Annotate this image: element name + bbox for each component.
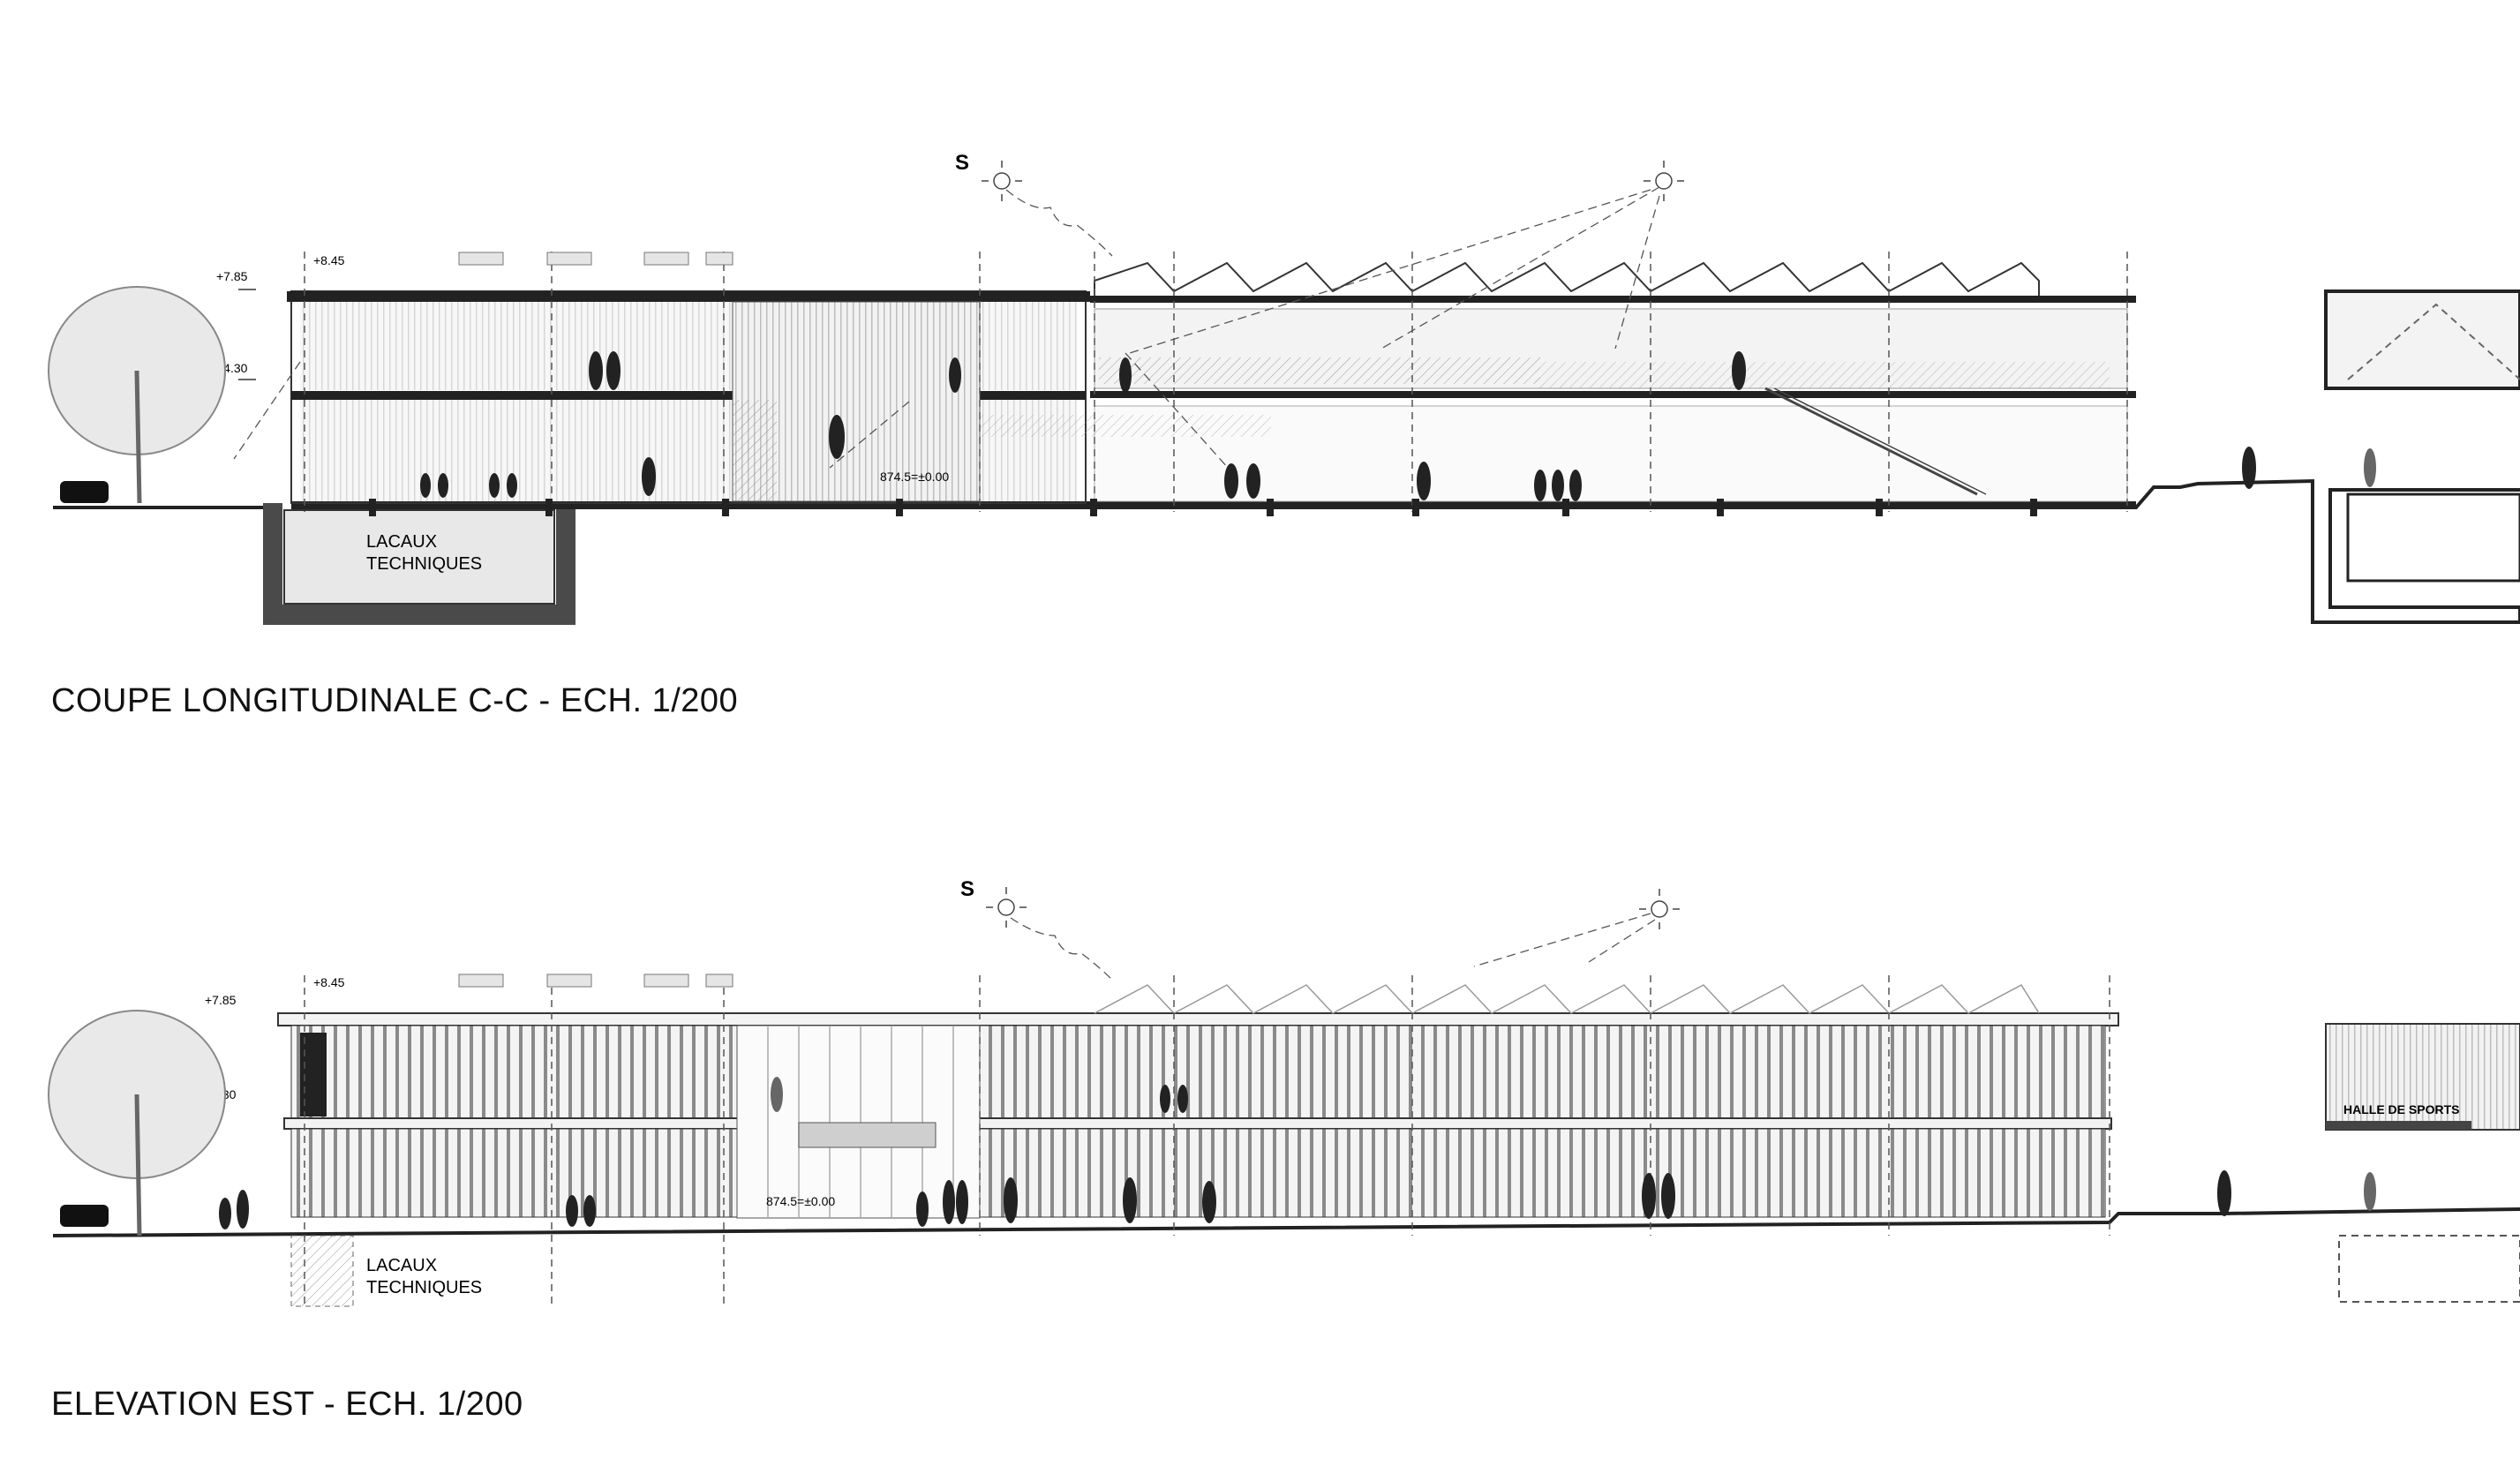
entrance-glazing [736, 1025, 981, 1219]
svg-text:+7.85: +7.85 [205, 993, 237, 1007]
sports-hall-label: HALLE DE SPORTS [2343, 1102, 2459, 1116]
elevation-terrain [52, 1207, 2520, 1237]
section-title: COUPE LONGITUDINALE C-C - ECH. 1/200 [51, 682, 739, 719]
floor-slab-left [291, 391, 1086, 400]
ground-slab [291, 501, 2136, 509]
people-elevation [219, 1077, 2231, 1229]
sun-rays-section [233, 186, 1660, 477]
floor-slab-right [1090, 391, 2136, 398]
elevation-title: ELEVATION EST - ECH. 1/200 [51, 1386, 523, 1423]
sun-icon [982, 161, 1684, 201]
section-basement-cut [263, 503, 575, 622]
sawtooth-roof-elevation [1094, 984, 2040, 1014]
tree-section [48, 286, 226, 504]
facade-lower-fins [290, 1128, 2106, 1218]
roof-slab-right [1090, 296, 2136, 303]
svg-text:+7.85: +7.85 [216, 269, 248, 283]
neighbour-building-section [2324, 289, 2520, 583]
sawtooth-roof [1094, 261, 2040, 296]
sun-label-elevation: S [960, 877, 974, 901]
entrance-canopy [798, 1122, 937, 1148]
facade-floor-band [283, 1117, 2112, 1130]
facade-roof-band [277, 1012, 2119, 1026]
sun-icon-elevation [986, 887, 1680, 929]
technical-room [283, 509, 555, 605]
technical-room-label-1: LACAUX [366, 532, 437, 552]
technical-room-label-2: TECHNIQUES [366, 554, 482, 574]
sun-label-section: S [955, 151, 969, 175]
elevation-room-label-2: TECHNIQUES [366, 1278, 482, 1297]
facade-upper-fins [290, 1025, 2106, 1119]
elevation-room-label-1: LACAUX [366, 1256, 437, 1275]
car-section [60, 481, 109, 503]
svg-text:874.5=±0.00: 874.5=±0.00 [766, 1194, 835, 1208]
sports-hall-elevation: HALLE DE SPORTS [2325, 1023, 2520, 1303]
svg-text:+8.45: +8.45 [313, 975, 345, 989]
tree-elevation [48, 1010, 226, 1237]
people-section [420, 351, 2256, 501]
section-level-markers: +8.45 +7.85 +4.30 874.5=±0.00 [216, 253, 949, 484]
svg-text:+8.45: +8.45 [313, 253, 345, 267]
east-elevation: LACAUX TECHNIQUES [48, 877, 2520, 1307]
longitudinal-section: LACAUX TECHNIQUES [48, 151, 2520, 625]
car-elevation [60, 1205, 109, 1227]
svg-text:874.5=±0.00: 874.5=±0.00 [880, 470, 949, 484]
roof-slab-left [287, 291, 1090, 302]
stair-right [1764, 387, 1978, 496]
